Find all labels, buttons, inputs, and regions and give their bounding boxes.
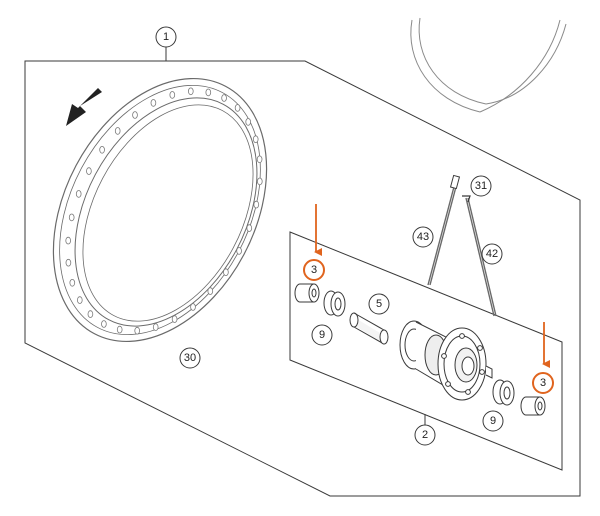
rim	[52, 77, 268, 343]
rim-spoke-hole	[205, 88, 212, 97]
rim-spoke-hole	[152, 323, 159, 331]
seal-left	[323, 290, 346, 317]
rim-spoke-hole	[190, 303, 196, 311]
callout-spoke-inner-label: 42	[486, 248, 498, 260]
callout-rim: 30	[179, 347, 201, 369]
callout-seal-left-label: 9	[319, 329, 325, 341]
spoke-inner-head	[462, 195, 471, 203]
callout-bearing-left-label: 3	[311, 264, 317, 276]
spoke-nipple	[449, 174, 461, 190]
rim-spoke-hole	[132, 111, 138, 119]
rim-spoke-hole	[65, 258, 72, 267]
assembly-frame	[24, 60, 581, 497]
rim-spoke-hole	[116, 325, 123, 334]
callout-seal-right-label: 9	[490, 415, 496, 427]
rim-spoke-hole	[221, 94, 227, 102]
callout-spacer-label: 5	[376, 298, 382, 310]
rim-spoke-hole	[77, 296, 83, 304]
rim-spoke-hole	[99, 146, 105, 154]
callout-seal-right: 9	[482, 410, 504, 432]
rim-spoke-hole	[150, 99, 157, 107]
callout-spoke-outer: 43	[412, 226, 434, 248]
callout-wheel: 1	[155, 26, 177, 48]
rim-spoke-hole	[236, 247, 242, 255]
callout-bearing-right-label: 3	[540, 377, 546, 389]
rim-spoke-holes	[65, 87, 263, 335]
rim-spoke-hole	[169, 91, 176, 99]
rim-spoke-hole	[86, 167, 92, 175]
callout-spoke-inner: 42	[481, 243, 503, 265]
callout-rim-label: 30	[184, 352, 196, 364]
hub	[399, 320, 493, 401]
rim-spoke-hole	[114, 127, 121, 135]
callout-spacer: 5	[368, 293, 390, 315]
callout-seal-left: 9	[311, 324, 333, 346]
hub-subassembly-frame	[289, 231, 563, 471]
rim-spoke-hole	[246, 224, 253, 232]
rim-spoke-hole	[252, 135, 259, 144]
tire-outline	[410, 17, 567, 113]
rim-spoke-hole	[87, 310, 94, 318]
rim-spoke-hole	[256, 177, 263, 186]
spoke-outer	[427, 182, 458, 286]
rim-spoke-hole	[69, 278, 76, 287]
rim-spoke-hole	[188, 87, 194, 96]
rim-spoke-hole	[101, 320, 107, 328]
bearing-left	[294, 283, 320, 303]
rim-spoke-hole	[134, 326, 141, 335]
rim-spoke-hole	[234, 104, 241, 112]
bearing-right	[520, 396, 546, 416]
rim-spoke-hole	[207, 287, 214, 295]
callout-hub-label: 2	[422, 429, 428, 441]
seal-right	[492, 379, 515, 406]
rotation-direction-arrow-icon	[66, 88, 102, 126]
callout-bearing-right: 3	[532, 372, 554, 394]
rim-spoke-hole	[256, 155, 263, 164]
rim-spoke-hole	[68, 213, 75, 222]
callout-spoke-nipple: 31	[470, 175, 492, 197]
rim-spoke-hole	[75, 190, 82, 198]
rim-spoke-hole	[171, 315, 178, 323]
rim-spoke-hole	[223, 268, 229, 277]
callout-bearing-left: 3	[303, 259, 325, 281]
callout-spoke-nipple-label: 31	[475, 180, 487, 192]
spacer-tube	[349, 312, 389, 345]
rim-spoke-hole	[245, 118, 252, 126]
rim-spoke-hole	[65, 236, 71, 245]
callout-wheel-label: 1	[163, 31, 169, 43]
callout-hub: 2	[414, 424, 436, 446]
callout-spoke-outer-label: 43	[417, 231, 429, 243]
rim-spoke-hole	[253, 200, 260, 209]
